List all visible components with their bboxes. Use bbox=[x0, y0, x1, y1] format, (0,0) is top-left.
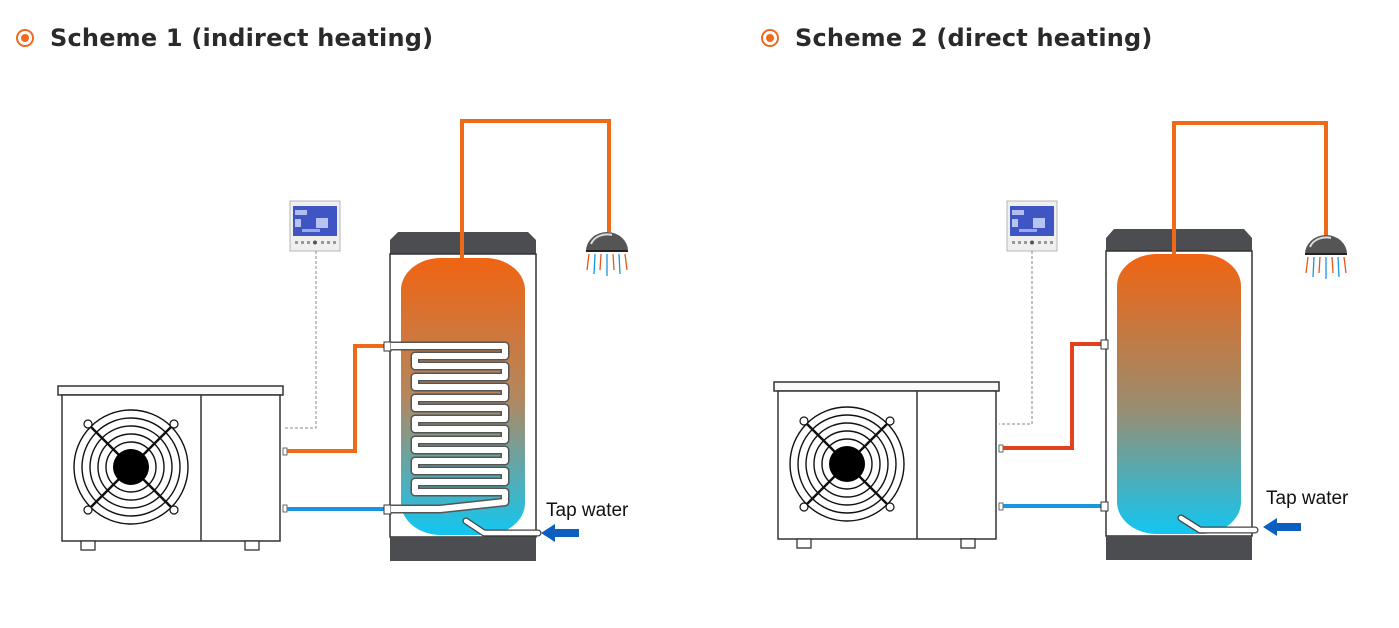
scheme1-title: Scheme 1 (indirect heating) bbox=[50, 24, 434, 52]
scheme1-tap-label: Tap water bbox=[546, 500, 629, 521]
scheme1-diagram: Tap water bbox=[57, 119, 629, 561]
fan-icon bbox=[789, 406, 905, 522]
scheme2-tap-label: Tap water bbox=[1266, 488, 1349, 509]
control-cable bbox=[283, 251, 317, 429]
heat-pump-unit bbox=[773, 381, 1004, 549]
shower-head-icon bbox=[1305, 235, 1347, 279]
hot-flow-pipe bbox=[1003, 342, 1102, 450]
heat-pump-unit bbox=[57, 385, 288, 551]
cold-inlet-pipe bbox=[462, 517, 542, 537]
scheme2-title: Scheme 2 (direct heating) bbox=[795, 24, 1153, 52]
scheme1-heading: Scheme 1 (indirect heating) bbox=[16, 24, 433, 52]
arrow-left-icon bbox=[541, 524, 579, 542]
hot-outlet-pipe bbox=[1172, 121, 1328, 256]
hot-outlet-pipe bbox=[460, 119, 611, 258]
thermostat-icon bbox=[289, 200, 341, 252]
scheme2-heading: Scheme 2 (direct heating) bbox=[761, 24, 1153, 52]
hot-flow-pipe bbox=[287, 344, 386, 453]
scheme2-diagram: Tap water bbox=[773, 121, 1349, 560]
radio-bullet-icon bbox=[16, 29, 34, 47]
control-cable bbox=[999, 251, 1033, 425]
shower-head-icon bbox=[586, 232, 628, 276]
water-tank bbox=[1105, 229, 1253, 560]
thermostat-icon bbox=[1006, 200, 1058, 252]
radio-bullet-icon bbox=[761, 29, 779, 47]
heat-exchanger-coil bbox=[391, 341, 510, 514]
arrow-left-icon bbox=[1263, 518, 1301, 536]
fan-icon bbox=[73, 409, 189, 525]
cold-inlet-pipe bbox=[1177, 514, 1259, 534]
